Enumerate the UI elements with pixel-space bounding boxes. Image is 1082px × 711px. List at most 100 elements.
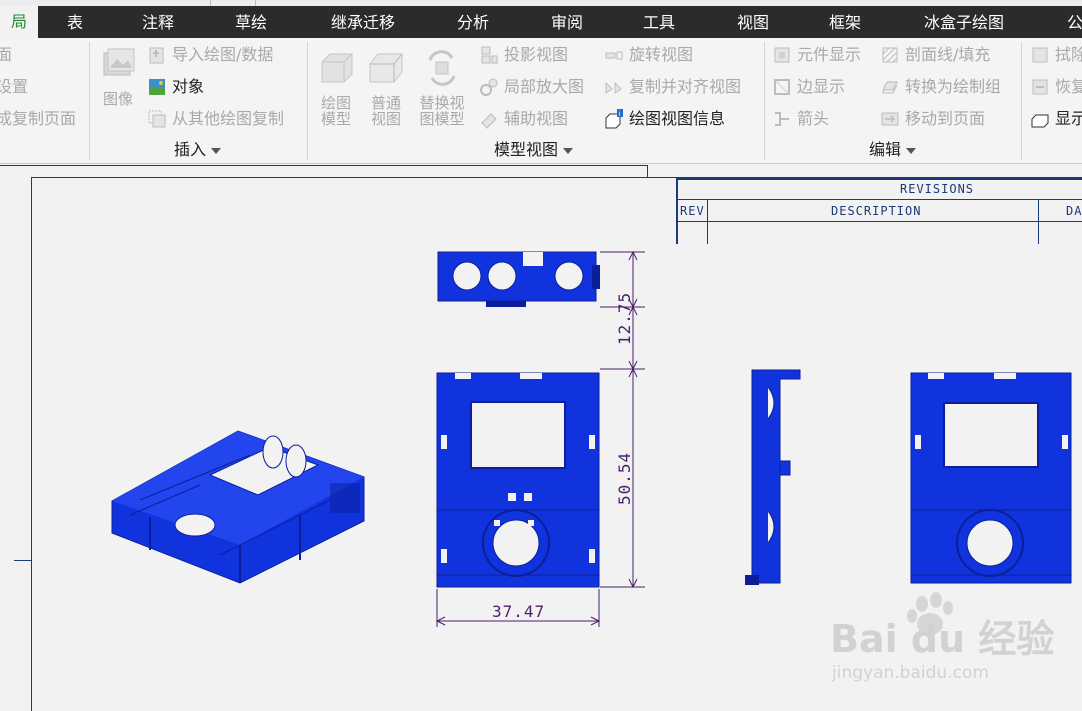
drawing-sheet-border bbox=[31, 177, 1082, 711]
ribbon-tab-bar: 局 表 注释 草绘 继承迁移 分析 审阅 工具 视图 框架 冰盒子绘图 公 bbox=[0, 0, 1082, 38]
edge-display-icon bbox=[774, 79, 790, 95]
move-to-page-button[interactable]: 移动到页面 bbox=[880, 107, 985, 131]
quick-access-button[interactable] bbox=[210, 0, 256, 6]
hatch-icon bbox=[882, 47, 898, 63]
top-view[interactable] bbox=[437, 251, 600, 307]
paw-logo-icon bbox=[907, 592, 953, 635]
tab-overflow[interactable]: 公 bbox=[1066, 13, 1082, 32]
hatch-fill-button[interactable]: 剖面线/填充 bbox=[880, 43, 990, 67]
date-column-header: DA bbox=[1066, 204, 1082, 218]
layout-item-2[interactable]: 设置 bbox=[0, 77, 29, 96]
import-drawing-data-button[interactable]: 导入绘图/数据 bbox=[147, 43, 273, 67]
show-icon bbox=[1031, 114, 1049, 128]
convert-to-draft-group-button[interactable]: 转换为绘制组 bbox=[880, 75, 1001, 99]
description-column-header: DESCRIPTION bbox=[831, 204, 922, 218]
revisions-title: REVISIONS bbox=[900, 182, 975, 196]
tab-tools[interactable]: 工具 bbox=[642, 13, 675, 32]
replace-view-model-button[interactable]: 替换视 图模型 bbox=[413, 48, 471, 127]
dimension-height-top[interactable]: 12.75 bbox=[615, 292, 634, 345]
general-view-label-1: 普通 bbox=[370, 94, 401, 112]
image-icon bbox=[103, 48, 135, 76]
general-view-button[interactable]: 普通 视图 bbox=[363, 48, 409, 127]
edge-display-button[interactable]: 边显示 bbox=[772, 75, 845, 99]
chevron-down-icon bbox=[211, 147, 222, 154]
tab-view[interactable]: 视图 bbox=[736, 13, 769, 32]
component-display-icon bbox=[774, 47, 790, 63]
group-separator bbox=[89, 42, 90, 160]
watermark-url: jingyan.baidu.com bbox=[831, 663, 989, 683]
replace-model-icon bbox=[428, 50, 456, 86]
revolved-view-button[interactable]: 旋转视图 bbox=[604, 43, 693, 67]
copy-align-view-button[interactable]: 复制并对齐视图 bbox=[604, 75, 741, 99]
restore-icon bbox=[1032, 79, 1048, 95]
projection-view-button[interactable]: 投影视图 bbox=[479, 43, 568, 67]
model-views-group-label[interactable]: 模型视图 bbox=[494, 139, 574, 161]
dimension-height-front[interactable]: 50.54 bbox=[615, 452, 634, 505]
arrow-button[interactable]: 箭头 bbox=[772, 107, 829, 131]
side-view[interactable] bbox=[745, 369, 801, 585]
copy-icon bbox=[148, 110, 166, 128]
auxiliary-view-button[interactable]: 辅助视图 bbox=[479, 107, 568, 131]
quick-access-strip bbox=[0, 0, 1082, 6]
tab-legacy-migration[interactable]: 继承迁移 bbox=[330, 13, 395, 32]
baidu-watermark: Bai du 经验 jingyan.baidu.com bbox=[830, 592, 1054, 683]
drawing-views: 12.75 50.54 37.47 bbox=[111, 250, 1072, 627]
revolved-view-icon bbox=[605, 51, 623, 60]
tab-frame[interactable]: 框架 bbox=[828, 13, 861, 32]
layout-item-1[interactable]: 面 bbox=[0, 45, 13, 64]
projection-view-icon bbox=[481, 46, 498, 64]
front-view[interactable] bbox=[436, 372, 600, 588]
chevron-down-icon bbox=[906, 147, 917, 154]
image-label: 图像 bbox=[102, 90, 133, 108]
revision-table[interactable]: REVISIONS REV DESCRIPTION DA bbox=[676, 178, 1082, 244]
copy-align-icon bbox=[605, 81, 622, 94]
convert-icon bbox=[882, 81, 898, 94]
tab-annotate[interactable]: 注释 bbox=[141, 13, 174, 32]
svg-text:i: i bbox=[619, 110, 621, 118]
component-display-button[interactable]: 元件显示 bbox=[772, 43, 861, 67]
drawing-model-icon bbox=[321, 53, 353, 83]
layout-item-3[interactable]: 成复制页面 bbox=[0, 109, 77, 128]
group-separator bbox=[307, 42, 308, 160]
show-button[interactable]: 显示 bbox=[1030, 107, 1082, 131]
watermark-brand: Bai du 经验 bbox=[830, 617, 1054, 661]
drawing-model-label-1: 绘图 bbox=[320, 94, 351, 112]
drawing-model-button[interactable]: 绘图 模型 bbox=[313, 48, 359, 127]
drawing-canvas[interactable]: REVISIONS REV DESCRIPTION DA bbox=[0, 165, 1082, 711]
import-icon bbox=[149, 47, 164, 64]
erase-button[interactable]: 拭除 bbox=[1030, 43, 1082, 67]
drawing-view-info-button[interactable]: i 绘图视图信息 bbox=[604, 107, 725, 131]
dimension-width-front[interactable]: 37.47 bbox=[492, 602, 545, 621]
insert-group-label[interactable]: 插入 bbox=[174, 139, 222, 161]
tab-sketch[interactable]: 草绘 bbox=[234, 13, 267, 32]
sheet-top-edge bbox=[0, 165, 648, 166]
arrow-icon bbox=[775, 112, 789, 126]
general-view-label-2: 视图 bbox=[370, 110, 401, 128]
detailed-view-icon bbox=[480, 78, 498, 96]
isometric-view[interactable] bbox=[111, 430, 365, 584]
object-icon bbox=[149, 79, 165, 95]
edit-group-label[interactable]: 编辑 bbox=[869, 139, 917, 161]
tab-review[interactable]: 审阅 bbox=[550, 13, 583, 32]
copy-from-drawing-button[interactable]: 从其他绘图复制 bbox=[147, 107, 284, 131]
replace-model-label-2: 图模型 bbox=[419, 110, 465, 128]
right-front-view[interactable] bbox=[910, 372, 1072, 584]
view-info-icon: i bbox=[605, 109, 623, 129]
tab-icebox-drawing[interactable]: 冰盒子绘图 bbox=[923, 13, 1004, 32]
group-separator bbox=[764, 42, 765, 160]
chevron-down-icon bbox=[563, 147, 574, 154]
move-to-page-icon bbox=[881, 112, 899, 126]
ribbon-panel: 面 设置 成复制页面 图像 导入绘图/数据 对象 从其他绘图复制 插入 绘图 模… bbox=[0, 38, 1082, 164]
rev-column-header: REV bbox=[680, 204, 705, 218]
restore-button[interactable]: 恢复 bbox=[1030, 75, 1082, 99]
detailed-view-button[interactable]: 局部放大图 bbox=[479, 75, 584, 99]
tab-table[interactable]: 表 bbox=[66, 13, 83, 32]
image-button[interactable]: 图像 bbox=[96, 44, 140, 107]
tab-layout[interactable]: 局 bbox=[0, 6, 38, 38]
object-button[interactable]: 对象 bbox=[147, 75, 204, 99]
tab-analysis[interactable]: 分析 bbox=[456, 13, 489, 32]
group-separator bbox=[1021, 42, 1022, 160]
replace-model-label-1: 替换视 bbox=[419, 94, 465, 112]
dimension-lines bbox=[435, 250, 645, 627]
